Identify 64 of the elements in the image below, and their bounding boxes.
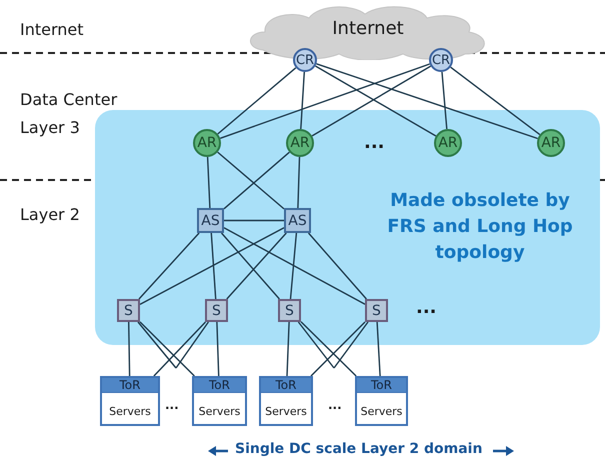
connector-line [217, 67, 296, 135]
connector-line [333, 322, 369, 368]
connector-line [286, 322, 290, 376]
connector-line [217, 152, 284, 210]
connector-line [153, 322, 206, 376]
connector-line [310, 322, 366, 376]
layer-label: Layer 2 [20, 205, 80, 224]
connector-line [290, 232, 298, 300]
connector-line [140, 227, 284, 306]
rack-box [100, 376, 160, 426]
connector-line [216, 322, 220, 376]
connector-line [298, 322, 335, 368]
layer-label: Data Center Layer 3 [20, 89, 118, 139]
connector-line [226, 232, 287, 300]
tor-header: ToR [261, 378, 311, 393]
connector-line [210, 232, 216, 300]
connector-line [224, 220, 284, 222]
connector-line [140, 321, 195, 376]
connector-line [308, 232, 367, 300]
connector-line [138, 232, 200, 300]
region-note: Made obsolete by FRS and Long Hop topology [386, 189, 574, 265]
switch-box: S [117, 299, 140, 322]
connector-line [316, 63, 538, 140]
ellipsis: ... [165, 398, 179, 412]
servers-label: Servers [198, 405, 242, 418]
router-circle: AR [286, 129, 314, 157]
rack-box [259, 376, 313, 426]
connector-line [224, 152, 290, 210]
connector-line [297, 156, 300, 208]
switch-box: AS [197, 208, 224, 233]
connector-line [300, 72, 305, 130]
router-circle: AR [434, 129, 462, 157]
connector-line [175, 322, 209, 368]
tor-header: ToR [194, 378, 245, 393]
ellipsis: ... [364, 132, 385, 153]
switch-box: S [278, 299, 301, 322]
connector-line [128, 322, 130, 376]
cloud-label: Internet [331, 18, 405, 39]
switch-box: AS [284, 208, 311, 233]
switch-box: S [205, 299, 228, 322]
rack-box [192, 376, 247, 426]
highlight-region [95, 110, 600, 345]
connector-line [137, 322, 177, 368]
ellipsis: ... [328, 398, 342, 412]
connector-line [224, 227, 366, 305]
connector-line [300, 321, 357, 376]
servers-label: Servers [264, 405, 308, 418]
layer-label: Internet [20, 20, 84, 39]
scale-caption: Single DC scale Layer 2 domain [235, 441, 482, 457]
tor-header: ToR [357, 378, 406, 393]
router-circle: AR [537, 129, 565, 157]
connector-line [220, 232, 280, 300]
connector-line [220, 63, 430, 139]
servers-label: Servers [108, 405, 152, 418]
connector-line [376, 322, 381, 376]
router-circle: AR [193, 129, 221, 157]
connector-line [441, 72, 448, 130]
connector-line [450, 66, 540, 136]
tor-header: ToR [102, 378, 158, 393]
rack-box [355, 376, 408, 426]
servers-label: Servers [360, 405, 404, 418]
connector-line [206, 156, 211, 208]
ellipsis: ... [416, 297, 437, 318]
switch-box: S [365, 299, 388, 322]
